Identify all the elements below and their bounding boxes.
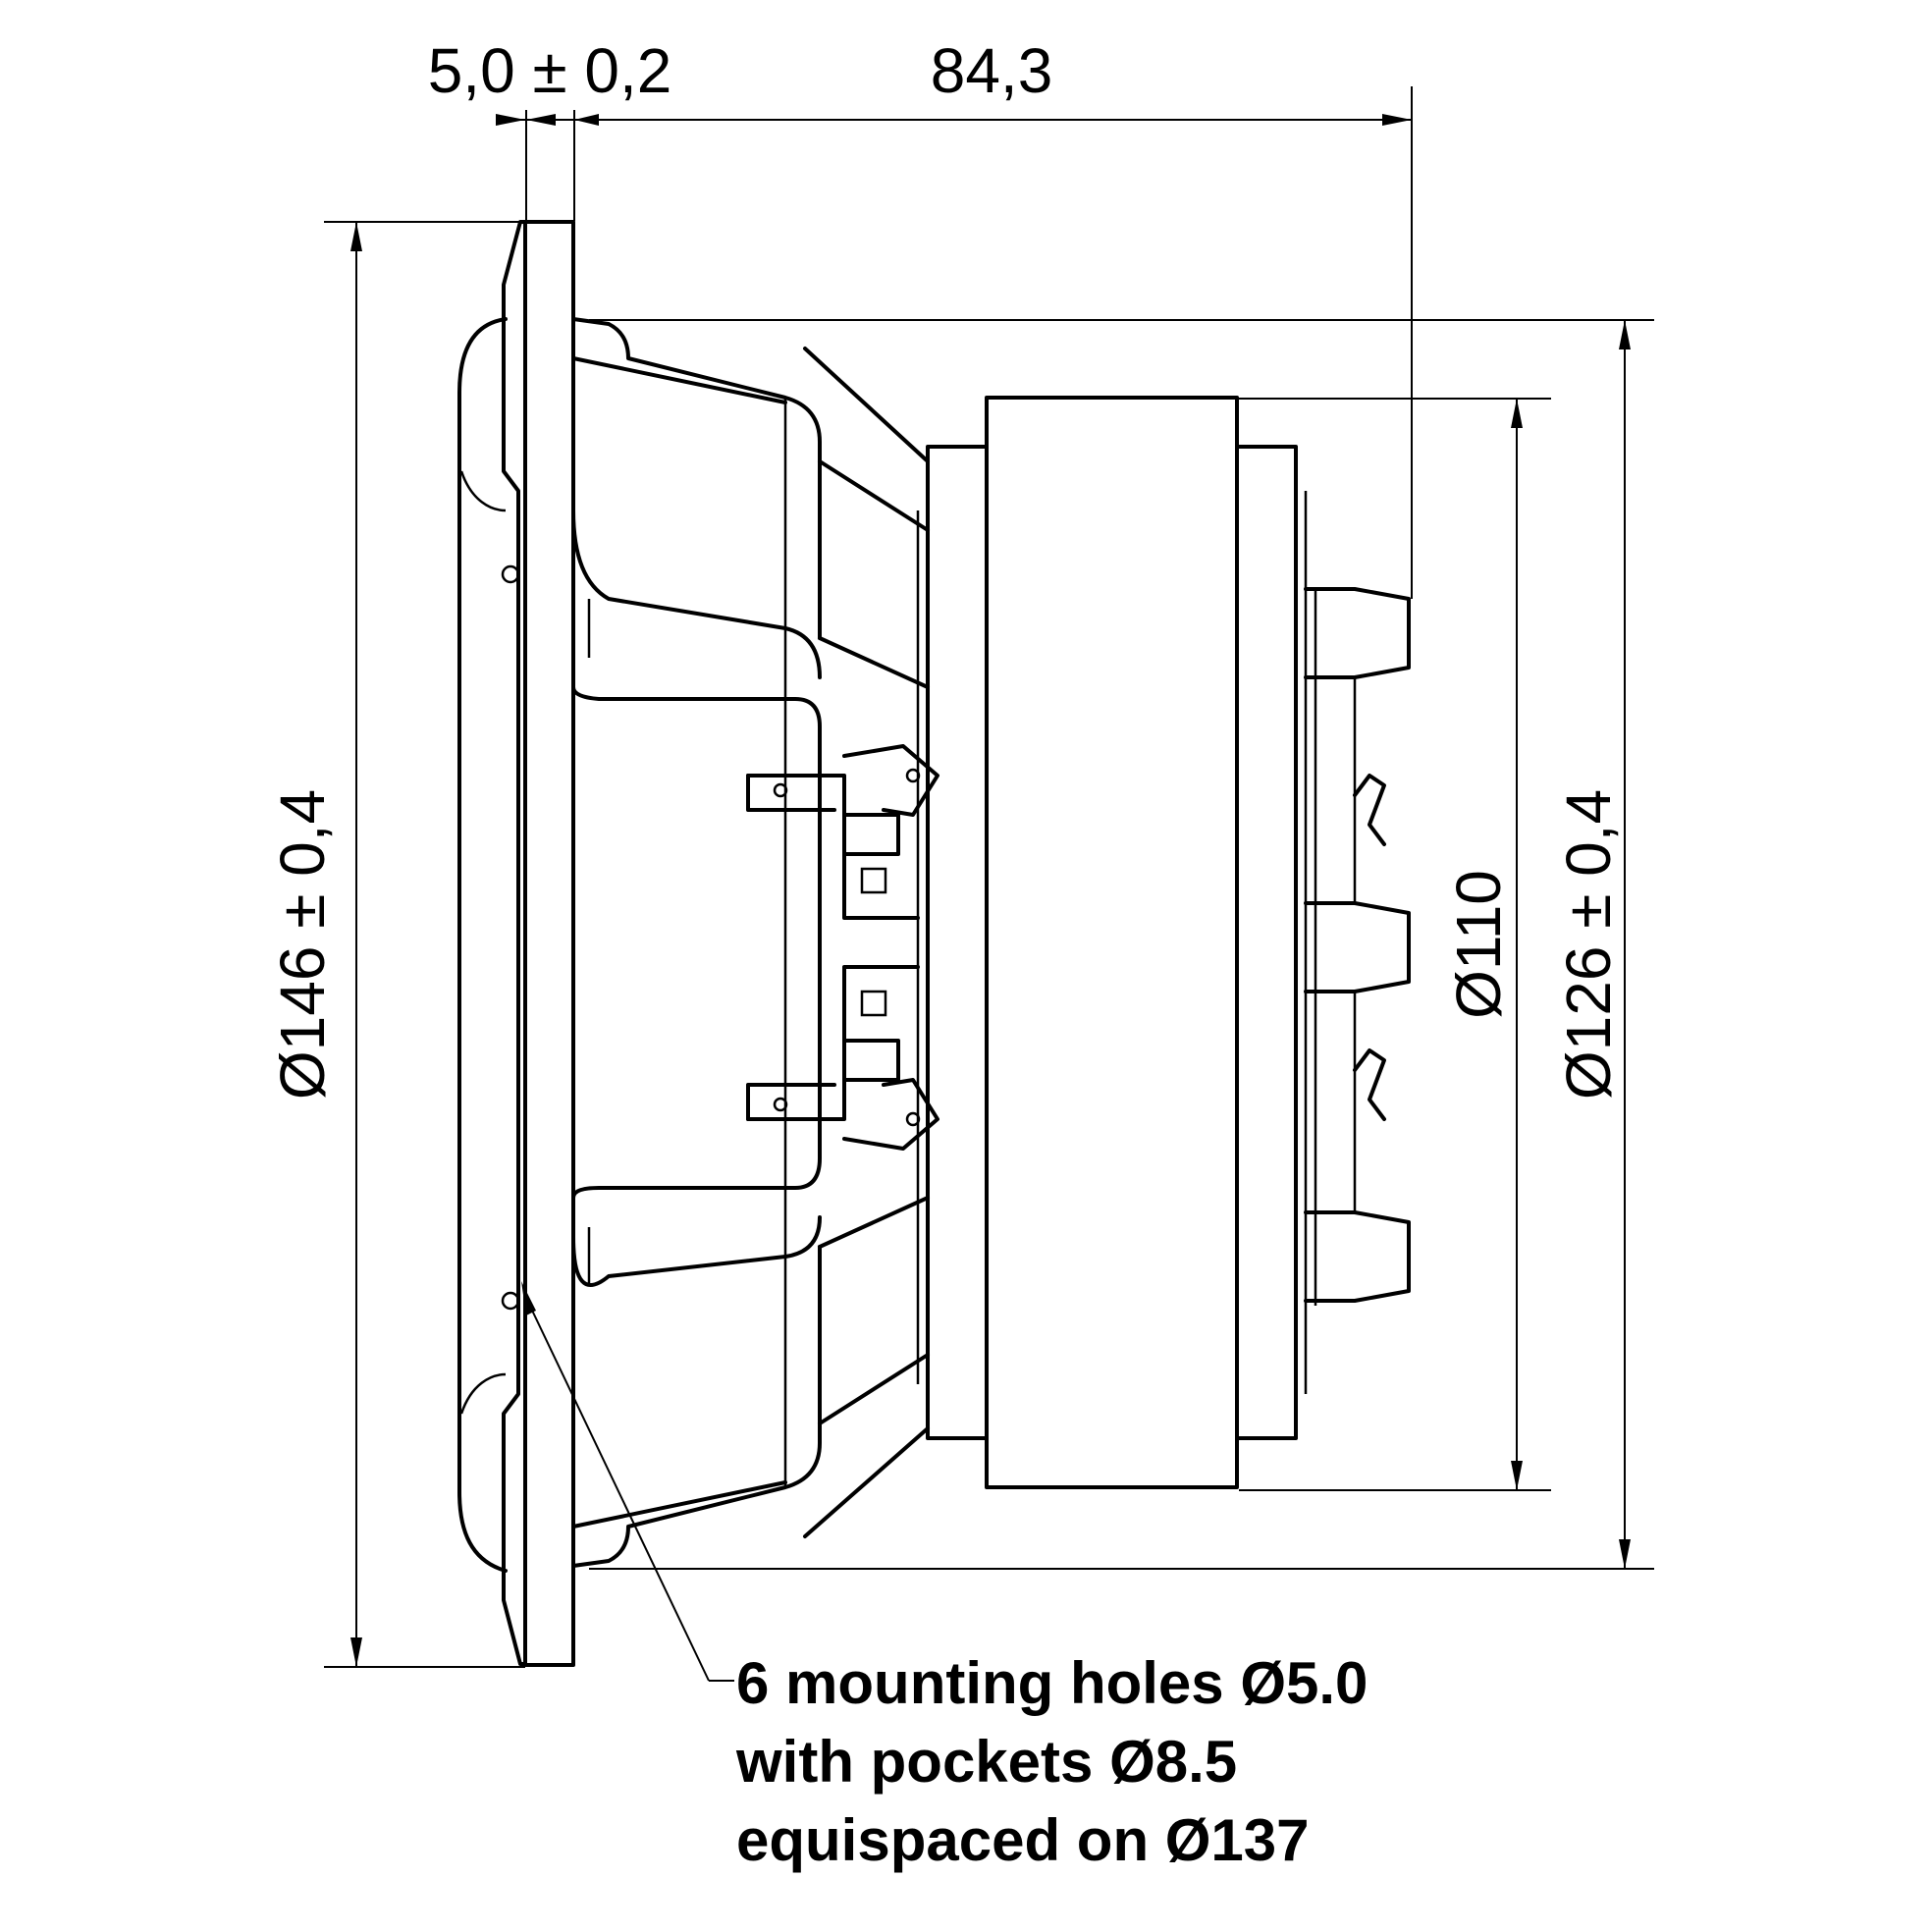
basket-diameter-label: Ø126 ± 0,4 [1553,789,1624,1100]
note-line-1: 6 mounting holes Ø5.0 [736,1650,1368,1716]
note-leader [521,1281,734,1682]
mounting-depth-label: 84,3 [931,35,1053,106]
flange-thickness-label: 5,0 ± 0,2 [428,35,672,106]
dimension-lines [324,86,1654,1668]
terminal-top [746,744,939,856]
magnet-diameter-label: Ø110 [1443,870,1514,1019]
note-line-2: with pockets Ø8.5 [735,1729,1237,1795]
note-line-3: equispaced on Ø137 [736,1807,1310,1873]
terminal-bottom [746,1039,939,1151]
top-plate [926,445,989,1440]
magnet [985,396,1239,1489]
speaker-body [457,220,1411,1667]
outer-diameter-label: Ø146 ± 0,4 [267,789,338,1100]
back-plate [1235,445,1298,1440]
